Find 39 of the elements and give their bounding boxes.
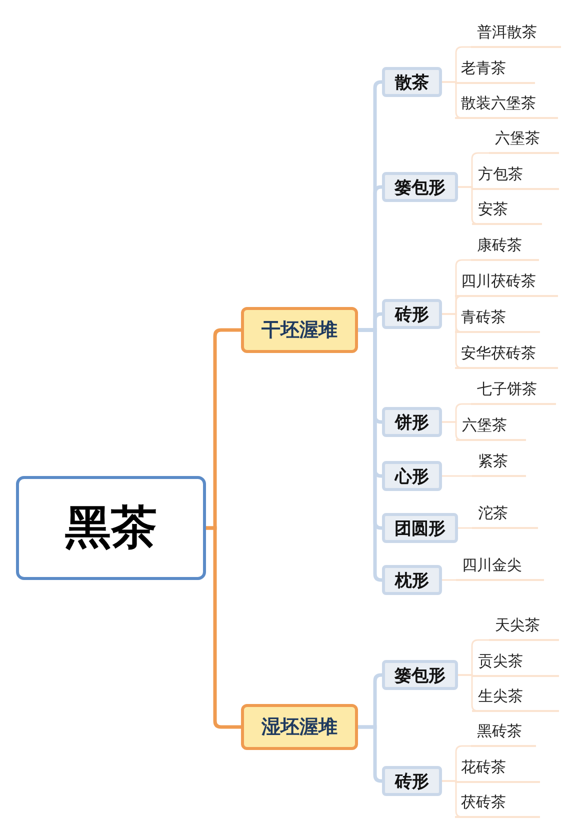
main-topic-box: 干坯渥堆: [241, 307, 358, 353]
leaf-label: 老青茶: [455, 54, 535, 84]
leaf-label: 普洱散茶: [471, 18, 561, 48]
subtopic-box: 枕形: [382, 565, 442, 595]
leaf-label: 六堡茶: [456, 411, 526, 441]
leaf-label: 六堡茶: [489, 124, 559, 154]
leaf-label: 方包茶: [472, 160, 559, 190]
leaf-label: 天尖茶: [489, 611, 559, 641]
connector-line: [358, 725, 383, 783]
leaf-label: 沱茶: [472, 499, 538, 529]
leaf-label: 安茶: [472, 195, 542, 225]
subtopic-box: 砖形: [382, 299, 442, 329]
subtopic-box: 篓包形: [382, 172, 458, 202]
leaf-label: 贡尖茶: [472, 647, 559, 677]
connector-line: [442, 579, 457, 581]
connector-line: [358, 328, 383, 582]
connector-line: [442, 475, 472, 477]
subtopic-box: 砖形: [382, 766, 442, 796]
subtopic-box: 篓包形: [382, 660, 458, 690]
connector-line: [206, 526, 241, 729]
leaf-label: 安华茯砖茶: [455, 339, 558, 369]
leaf-label: 散装六堡茶: [455, 89, 558, 119]
leaf-label: 四川茯砖茶: [455, 267, 558, 297]
leaf-label: 七子饼茶: [471, 375, 556, 405]
leaf-label: 青砖茶: [455, 303, 540, 333]
subtopic-box: 心形: [382, 461, 442, 491]
leaf-label: 花砖茶: [455, 753, 540, 783]
leaf-label: 生尖茶: [472, 682, 559, 712]
leaf-label: 康砖茶: [471, 231, 539, 261]
leaf-label: 茯砖茶: [455, 788, 540, 818]
main-topic-box: 湿坯渥堆: [241, 704, 358, 750]
connector-line: [458, 527, 473, 529]
subtopic-box: 团圆形: [382, 513, 458, 543]
central-topic-box: 黑茶: [16, 476, 206, 580]
leaf-label: 四川金尖: [456, 551, 544, 581]
leaf-label: 紧茶: [472, 447, 526, 477]
subtopic-box: 饼形: [382, 407, 442, 437]
subtopic-box: 散茶: [382, 67, 442, 97]
leaf-label: 黑砖茶: [471, 717, 536, 747]
